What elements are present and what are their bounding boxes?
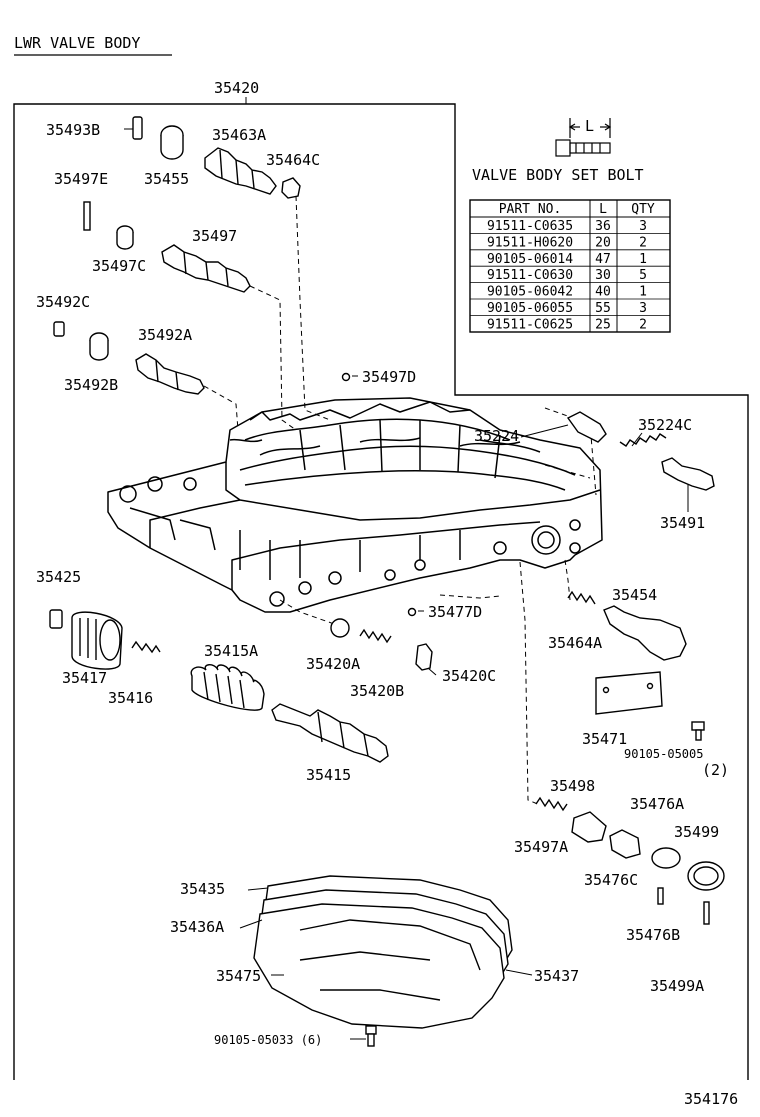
- label-35224: 35224: [474, 427, 519, 445]
- table-cell: 30: [595, 268, 611, 283]
- label-35492C: 35492C: [36, 293, 90, 311]
- table-cell: 47: [595, 252, 611, 267]
- label-35497E: 35497E: [54, 170, 108, 188]
- label-35497C: 35497C: [92, 257, 146, 275]
- table-cell: 40: [595, 285, 611, 300]
- part-shapes: [49, 116, 725, 1047]
- label-35471: 35471: [582, 730, 627, 748]
- bolt-title: VALVE BODY SET BOLT: [472, 166, 644, 184]
- label-35475: 35475: [216, 967, 261, 985]
- label-90105-05005: 90105-05005: [624, 747, 703, 761]
- table-cell: 91511-H0620: [487, 235, 573, 250]
- label-35499: 35499: [674, 823, 719, 841]
- table-cell: 91511-C0635: [487, 219, 573, 234]
- label-35436A: 35436A: [170, 918, 224, 936]
- label-90105-05033: 90105-05033 (6): [214, 1033, 322, 1047]
- table-header-cell: PART NO.: [499, 202, 562, 217]
- label-35492B: 35492B: [64, 376, 118, 394]
- assembly-frame: [13, 103, 749, 1080]
- label-35455: 35455: [144, 170, 189, 188]
- dimension-label: L: [585, 117, 594, 135]
- label-35416: 35416: [108, 689, 153, 707]
- table-header-cell: L: [599, 202, 607, 217]
- label-35435: 35435: [180, 880, 225, 898]
- bolt-icon: [555, 118, 612, 157]
- label-35454: 35454: [612, 586, 657, 604]
- label-35224C: 35224C: [638, 416, 692, 434]
- leader-lines: [124, 128, 689, 1040]
- label-35415: 35415: [306, 766, 351, 784]
- diagram-title: LWR VALVE BODY: [14, 34, 140, 52]
- table-cell: 2: [639, 235, 647, 250]
- label-35420C: 35420C: [442, 667, 496, 685]
- bolt-table: PART NO. L QTY 91511-C0635 36 3 91511-H0620 20 2…: [469, 199, 671, 333]
- label-35498: 35498: [550, 777, 595, 795]
- label-35491: 35491: [660, 514, 705, 532]
- table-cell: 5: [639, 268, 647, 283]
- table-cell: 90105-06055: [487, 301, 573, 316]
- label-35420A: 35420A: [306, 655, 360, 673]
- label-35464A: 35464A: [548, 634, 602, 652]
- label-35499A: 35499A: [650, 977, 704, 995]
- label-35415A: 35415A: [204, 642, 258, 660]
- label-35417: 35417: [62, 669, 107, 687]
- table-cell: 55: [595, 301, 611, 316]
- label-35497D: 35497D: [362, 368, 416, 386]
- table-cell: 2: [639, 317, 647, 332]
- part-labels: 35493B 35463A 35455 35464C 35497E 35497 …: [36, 121, 729, 1047]
- label-35463A: 35463A: [212, 126, 266, 144]
- table-cell: 36: [595, 219, 611, 234]
- label-35420: 35420: [214, 79, 259, 97]
- table-cell: 90105-06014: [487, 252, 573, 267]
- label-35493B: 35493B: [46, 121, 100, 139]
- table-cell: 91511-C0625: [487, 317, 573, 332]
- table-header-cell: QTY: [631, 202, 655, 217]
- figure-number: 354176: [684, 1090, 738, 1108]
- label-35420B: 35420B: [350, 682, 404, 700]
- label-35497A: 35497A: [514, 838, 568, 856]
- label-90105-05005-qty: (2): [702, 761, 729, 779]
- table-cell: 3: [639, 301, 647, 316]
- label-35477D: 35477D: [428, 603, 482, 621]
- table-cell: 90105-06042: [487, 285, 573, 300]
- table-cell: 1: [639, 252, 647, 267]
- label-35476B: 35476B: [626, 926, 680, 944]
- label-35437: 35437: [534, 967, 579, 985]
- table-cell: 25: [595, 317, 611, 332]
- label-35476C: 35476C: [584, 871, 638, 889]
- table-cell: 1: [639, 285, 647, 300]
- valve-body-drawing: [107, 397, 603, 613]
- table-cell: 91511-C0630: [487, 268, 573, 283]
- table-cell: 3: [639, 219, 647, 234]
- table-cell: 20: [595, 235, 611, 250]
- label-35497: 35497: [192, 227, 237, 245]
- label-35425: 35425: [36, 568, 81, 586]
- label-35464C: 35464C: [266, 151, 320, 169]
- label-35492A: 35492A: [138, 326, 192, 344]
- label-35476A: 35476A: [630, 795, 684, 813]
